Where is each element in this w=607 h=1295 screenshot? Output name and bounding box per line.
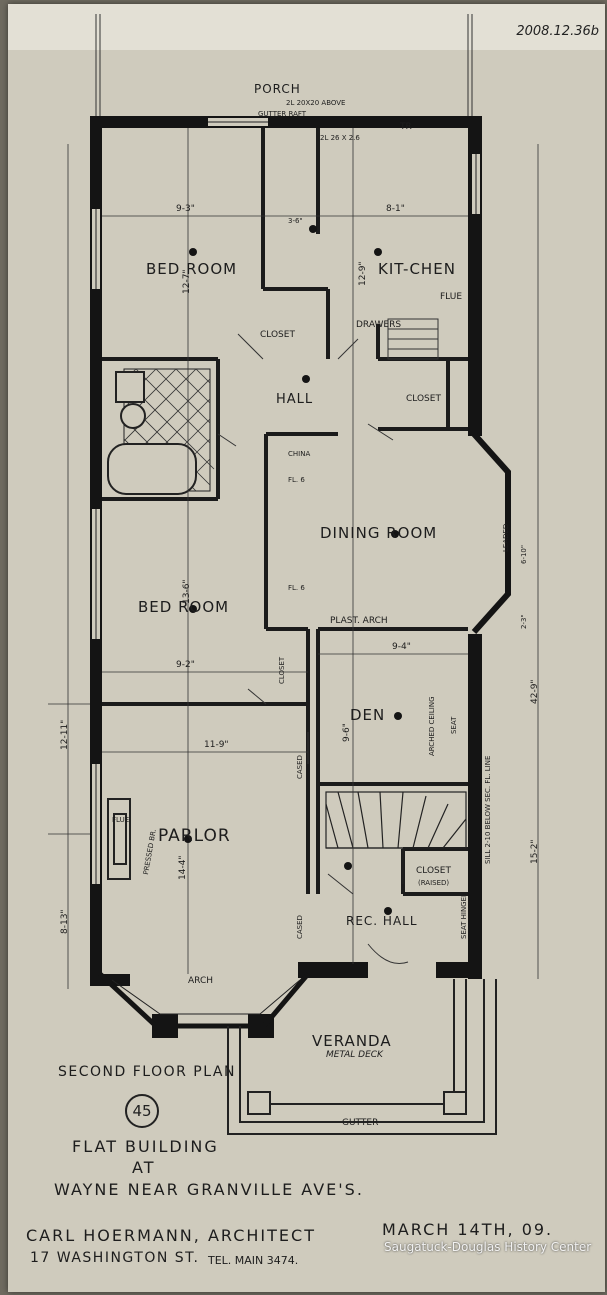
flue-6a-note: FL. 6 xyxy=(288,476,305,484)
leaded-note: LEADED xyxy=(502,523,510,552)
architect-tel: TEL. MAIN 3474. xyxy=(208,1254,299,1267)
porch-steps xyxy=(387,318,439,360)
drawing-sheet: 2008.12.36b xyxy=(8,4,605,1292)
cased-note-1: CASED xyxy=(296,755,304,779)
closet-3-label: CLOSET xyxy=(278,656,286,684)
dim-11-9: 11-9" xyxy=(204,740,229,750)
veranda-label: VERANDA xyxy=(312,1032,392,1050)
floor-plan-drawing xyxy=(48,14,539,1135)
dim-12-11: 12-11" xyxy=(60,719,70,750)
rec-hall-label: REC. HALL xyxy=(346,914,418,928)
seat-hinged-note: SEAT HINGED xyxy=(460,891,468,939)
window-glazing xyxy=(95,121,477,884)
seat-note: SEAT xyxy=(450,716,458,734)
parlor-bay xyxy=(98,972,310,1029)
tape-strip xyxy=(8,4,605,50)
tr-note: TR xyxy=(400,122,412,132)
parlor-label: PARLOR xyxy=(158,826,231,846)
dim-13-6: 13-6" xyxy=(182,579,192,604)
drawers-note: DRAWERS xyxy=(356,320,402,330)
window-top-note: 2L 26 X 2.6 xyxy=(320,134,360,142)
dim-9-6: 9-6" xyxy=(342,723,352,742)
building-location: WAYNE NEAR GRANVILLE AVE'S. xyxy=(54,1180,364,1199)
dim-6-10: 6-10" xyxy=(520,544,528,564)
fireplace xyxy=(107,798,131,880)
arched-ceiling-note: ARCHED CEILING xyxy=(428,696,436,757)
closet-2-label: CLOSET xyxy=(406,394,441,404)
building-at: AT xyxy=(132,1158,156,1177)
interior-walls xyxy=(102,128,468,896)
gutter-raft-note: GUTTER RAFT xyxy=(258,110,307,118)
building-title: FLAT BUILDING xyxy=(72,1137,219,1156)
credit-watermark: Saugatuck-Douglas History Center xyxy=(384,1240,592,1254)
light-fixtures xyxy=(184,225,402,915)
china-label: CHINA xyxy=(288,450,311,458)
dim-8-3: 8-13" xyxy=(60,909,70,934)
porch-rafters-note: 2L 20X20 ABOVE xyxy=(286,99,346,107)
porch-label: PORCH xyxy=(254,82,301,96)
dimension-lines xyxy=(48,128,539,989)
porch-posts xyxy=(95,14,473,116)
dining-bay xyxy=(471,431,511,635)
dim-9-2: 9-2" xyxy=(176,660,195,670)
dim-2-3: 2-3" xyxy=(520,614,528,629)
plast-arch-note: PLAST. ARCH xyxy=(330,616,388,626)
plan-title: SECOND FLOOR PLAN xyxy=(58,1064,236,1080)
dim-14-4: 14-4" xyxy=(178,855,188,880)
dim-15-2: 15-2" xyxy=(530,839,540,864)
hall-label: HALL xyxy=(276,392,314,407)
flue-note-1: FLUE xyxy=(440,292,463,302)
dim-9-4: 9-4" xyxy=(392,642,411,652)
flue-note-2: FLUE xyxy=(112,816,130,824)
architect-name: CARL HOERMANN, ARCHITECT xyxy=(26,1226,316,1245)
bathroom xyxy=(107,368,215,495)
dim-42-9: 42-9" xyxy=(530,679,540,704)
metal-deck-label: METAL DECK xyxy=(326,1050,383,1060)
dim-3-6: 3-6" xyxy=(288,217,303,225)
cased-note-2: CASED xyxy=(296,915,304,939)
raised-note: (RAISED) xyxy=(418,879,450,887)
flue-6b-note: FL. 6 xyxy=(288,584,305,592)
gutter-label: GUTTER xyxy=(342,1118,379,1128)
dim-8-1: 8-1" xyxy=(386,204,405,214)
exterior-walls xyxy=(90,116,482,1038)
arch-note: ARCH xyxy=(188,976,214,986)
catalog-number: 2008.12.36b xyxy=(516,24,599,39)
kitchen-label: KIT-CHEN xyxy=(378,260,456,278)
dining-room-label: DINING ROOM xyxy=(320,524,438,542)
dim-12-9: 12-9" xyxy=(358,261,368,286)
bed-room-2-label: BED ROOM xyxy=(138,598,230,616)
dim-9-3: 9-3" xyxy=(176,204,195,214)
plan-number: 45 xyxy=(125,1094,159,1128)
architect-address: 17 WASHINGTON ST. xyxy=(30,1250,200,1266)
closet-1-label: CLOSET xyxy=(260,330,295,340)
bed-room-1-label: BED ROOM xyxy=(146,260,238,278)
closet-raised-label: CLOSET xyxy=(416,866,451,876)
door-swings xyxy=(217,333,409,964)
dim-12-7: 12-7" xyxy=(182,269,192,294)
sill-note: SILL 2-10 BELOW SEC. FL. LINE xyxy=(484,755,492,864)
drawing-date: MARCH 14TH, 09. xyxy=(382,1220,554,1239)
den-label: DEN xyxy=(350,706,386,724)
veranda-outline xyxy=(227,979,497,1135)
stairs xyxy=(325,791,467,884)
